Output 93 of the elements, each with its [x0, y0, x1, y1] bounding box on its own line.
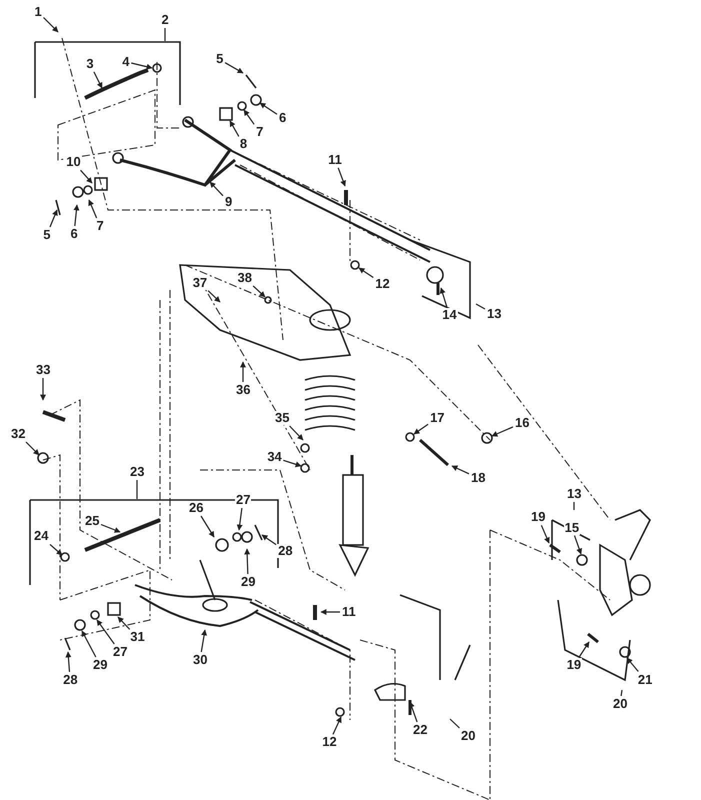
- leader-line: [450, 718, 460, 728]
- callout-number: 8: [238, 137, 248, 152]
- callout-number: 34: [266, 450, 283, 464]
- callout-number: 15: [564, 520, 580, 535]
- callout-number: 20: [460, 729, 476, 743]
- leader-line: [540, 525, 550, 544]
- leader-line: [626, 658, 639, 672]
- leader-line: [200, 629, 208, 652]
- leader-line: [476, 303, 486, 310]
- leader-line: [40, 378, 46, 401]
- leader-line: [81, 630, 96, 658]
- leader-line: [358, 268, 374, 278]
- leader-line: [262, 534, 276, 546]
- callout-number: 9: [224, 194, 234, 209]
- callout-number: 11: [341, 605, 357, 619]
- callout-number: 20: [612, 697, 628, 711]
- leader-line: [491, 426, 514, 437]
- callout-number: 27: [235, 493, 252, 507]
- callout-number: 32: [10, 427, 26, 441]
- leader-line: [73, 204, 80, 226]
- callout-number: 28: [277, 544, 294, 558]
- leader-line: [100, 524, 121, 533]
- leader-line: [578, 642, 590, 658]
- leader-line: [236, 508, 243, 531]
- leader-line: [252, 285, 266, 298]
- leader-line: [43, 17, 58, 32]
- leader-line: [240, 361, 246, 382]
- leader-line: [620, 690, 623, 696]
- callout-number: 29: [92, 658, 108, 672]
- callout-number: 25: [84, 514, 100, 528]
- callout-number: 6: [70, 227, 79, 241]
- callout-number: 23: [129, 465, 146, 479]
- callout-number: 30: [192, 653, 208, 667]
- leader-line: [50, 544, 62, 556]
- callout-number: 19: [566, 658, 582, 672]
- leader-line: [332, 716, 342, 735]
- leader-line: [260, 102, 278, 115]
- callout-number: 16: [514, 416, 530, 430]
- leader-line: [136, 480, 138, 499]
- leader-line: [320, 609, 340, 615]
- leader-line: [229, 120, 240, 137]
- callout-number: 3: [85, 56, 95, 71]
- callout-number: 11: [327, 152, 343, 167]
- callout-number: 5: [215, 52, 224, 66]
- leader-line: [88, 199, 98, 218]
- leader-line: [208, 290, 220, 302]
- callout-number: 29: [240, 575, 256, 589]
- callout-number: 19: [530, 510, 546, 524]
- callout-number: 37: [192, 276, 208, 290]
- callout-number: 28: [62, 672, 79, 687]
- callout-number: 22: [412, 723, 428, 737]
- callout-number: 12: [374, 276, 391, 291]
- callout-number: 21: [636, 672, 654, 686]
- callout-number: 4: [121, 54, 130, 69]
- leader-line: [210, 182, 224, 196]
- callout-number: 13: [566, 487, 582, 501]
- leader-line: [224, 62, 244, 74]
- callout-number: 27: [112, 645, 128, 659]
- leader-line: [131, 62, 153, 70]
- leader-line: [414, 424, 428, 434]
- leader-line: [26, 442, 40, 456]
- leader-line: [283, 460, 302, 468]
- leader-line: [200, 516, 215, 538]
- leader-line: [164, 28, 166, 41]
- leader-line: [118, 616, 130, 630]
- callout-number: 14: [441, 308, 458, 322]
- leader-line: [244, 548, 250, 574]
- callout-number: 31: [129, 630, 146, 644]
- callout-number: 7: [96, 219, 105, 233]
- callout-number: 10: [65, 155, 82, 170]
- leader-line: [80, 170, 92, 184]
- callout-number: 2: [160, 13, 170, 27]
- leader-line: [96, 620, 115, 644]
- leader-line: [289, 426, 304, 440]
- callout-number: 36: [235, 383, 252, 397]
- callout-number: 26: [188, 501, 204, 515]
- callout-number: 13: [486, 307, 502, 321]
- callout-number: 18: [470, 471, 486, 485]
- callout-number: 33: [35, 363, 52, 377]
- leader-line: [65, 651, 72, 672]
- leader-line: [93, 72, 103, 89]
- callout-number: 6: [278, 110, 288, 125]
- leader-line: [440, 287, 448, 307]
- leader-line: [574, 535, 582, 555]
- callout-number: 35: [274, 411, 290, 425]
- callout-number: 5: [42, 228, 52, 242]
- callout-number: 38: [236, 270, 253, 285]
- callout-number: 1: [34, 5, 43, 19]
- leader-line: [451, 465, 470, 474]
- leader-line: [244, 110, 255, 125]
- leader-line: [338, 168, 346, 187]
- leader-line: [408, 701, 418, 722]
- leader-line: [49, 209, 58, 228]
